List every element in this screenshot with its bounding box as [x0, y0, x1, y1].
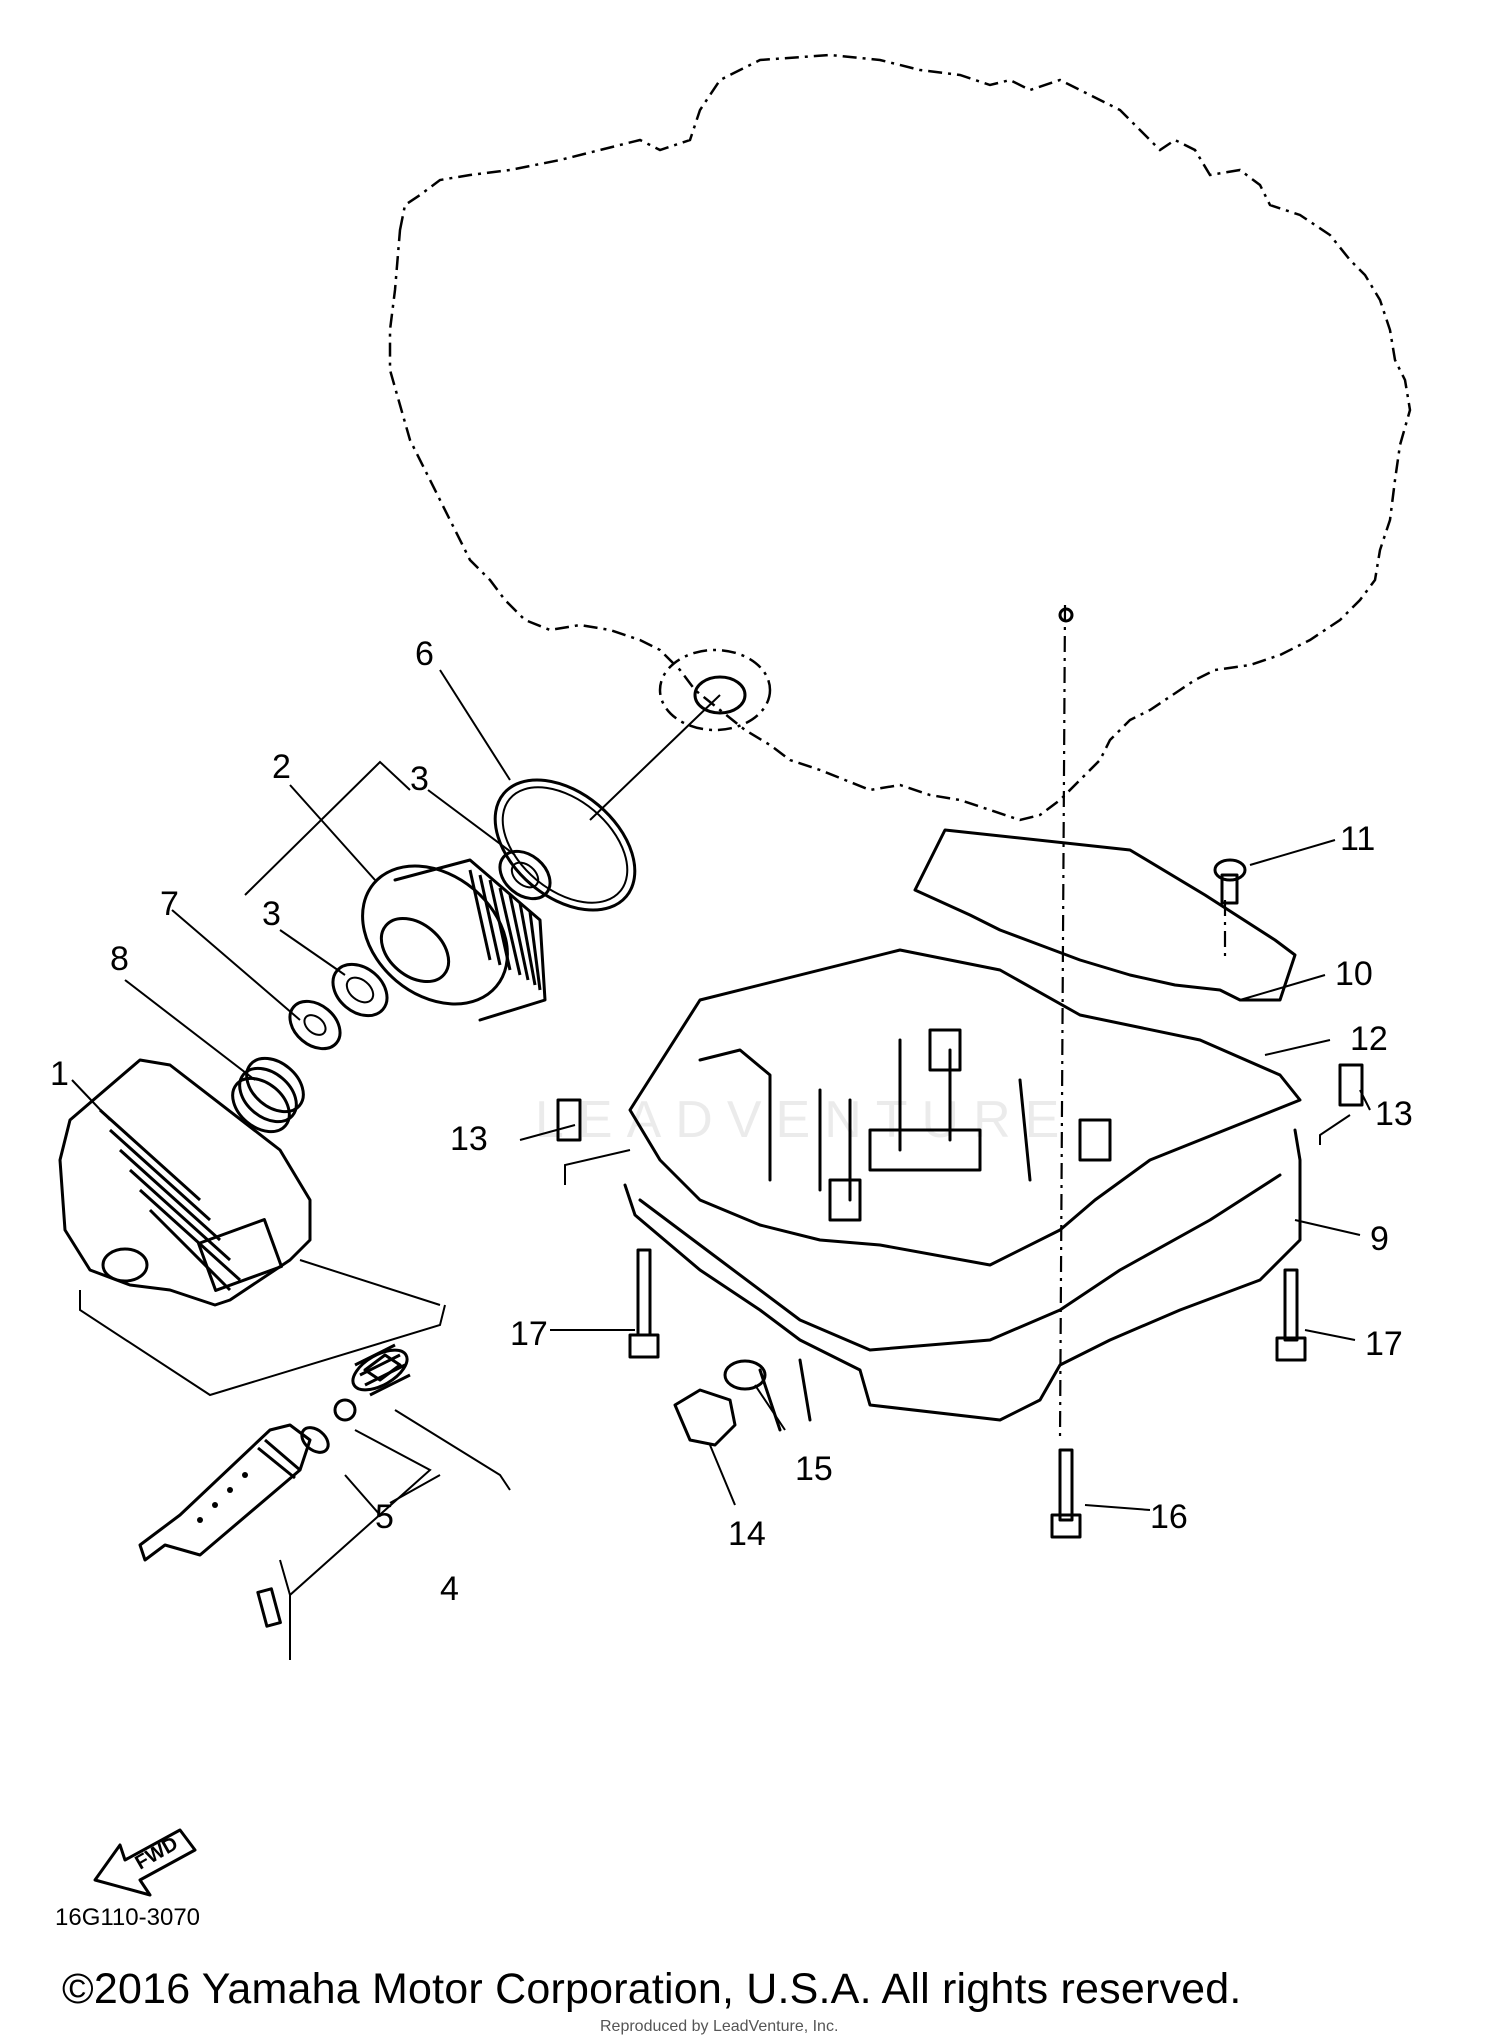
part-16-bolt — [1050, 1448, 1082, 1539]
part-3-lower-seal — [331, 962, 389, 1018]
leader-6-engine — [589, 694, 721, 821]
figure-code: 16G110-3070 — [55, 1904, 200, 1931]
part-4-union-bolt — [138, 1423, 312, 1562]
part-2-filter-element — [361, 858, 547, 1022]
callout-3-upper: 3 — [410, 760, 429, 798]
callout-4: 4 — [440, 1570, 459, 1608]
engine-outline — [388, 53, 1412, 822]
callout-2: 2 — [272, 748, 291, 786]
part-6-o-ring — [493, 778, 637, 912]
part-8-spring — [231, 1056, 305, 1134]
part-3-upper-seal-inner — [510, 861, 540, 889]
part-5-o-ring — [300, 1426, 330, 1454]
fwd-label: FWD — [132, 1833, 182, 1875]
part-12-gasket — [628, 948, 1302, 1267]
callout-15: 15 — [795, 1450, 833, 1488]
part-3-upper-seal — [498, 849, 552, 901]
callout-7: 7 — [160, 885, 179, 923]
callout-11: 11 — [1340, 820, 1375, 858]
part-13-dowel-right — [1338, 1063, 1364, 1107]
leader-lines — [71, 669, 1371, 1516]
part-4-relief-spring — [351, 1343, 411, 1397]
engine-filter-port — [693, 675, 747, 715]
part-13-dowel-left — [556, 1098, 582, 1142]
part-17-bolt-right — [1275, 1268, 1307, 1362]
watermark: LEADVENTURE — [535, 1091, 1074, 1149]
callout-3-lower: 3 — [262, 895, 281, 933]
callout-13-right: 13 — [1375, 1095, 1413, 1133]
callout-10: 10 — [1335, 955, 1373, 993]
bracket-4 — [279, 1409, 511, 1660]
callout-13-left: 13 — [450, 1120, 488, 1158]
callout-6: 6 — [415, 635, 434, 673]
part-17-bolt-left — [628, 1248, 660, 1359]
axis-16 — [1058, 604, 1067, 1441]
callout-16: 16 — [1150, 1498, 1188, 1536]
engine-filter-boss — [658, 648, 772, 732]
bracket-1 — [79, 1259, 446, 1397]
part-3-lower-seal-inner — [345, 976, 375, 1004]
copyright-notice: ©2016 Yamaha Motor Corporation, U.S.A. A… — [62, 1965, 1242, 2013]
part-1-filter-cover — [58, 1058, 312, 1307]
reproduced-by-notice: Reproduced by LeadVenture, Inc. — [600, 2018, 839, 2035]
part-11-screw — [1213, 858, 1247, 905]
part-15-gasket — [723, 1359, 767, 1391]
part-7-washer-inner — [303, 1014, 327, 1036]
part-10-baffle-plate — [913, 828, 1297, 1002]
callout-12: 12 — [1350, 1020, 1388, 1058]
callout-5: 5 — [375, 1498, 394, 1536]
callout-17-left: 17 — [510, 1315, 548, 1353]
callout-14: 14 — [728, 1515, 766, 1553]
callout-8: 8 — [110, 940, 129, 978]
part-14-drain-plug — [673, 1388, 737, 1447]
callout-1: 1 — [50, 1055, 69, 1093]
part-4-pin — [256, 1587, 282, 1628]
fwd-arrow: FWD — [93, 1828, 197, 1897]
callout-9: 9 — [1370, 1220, 1389, 1258]
axis-16-top-end — [1058, 607, 1074, 623]
part-9-oil-pan — [623, 1028, 1302, 1432]
part-4-ball — [333, 1398, 357, 1422]
callout-17-right: 17 — [1365, 1325, 1403, 1363]
part-6-o-ring-inner — [501, 786, 629, 904]
part-7-washer — [288, 999, 342, 1051]
